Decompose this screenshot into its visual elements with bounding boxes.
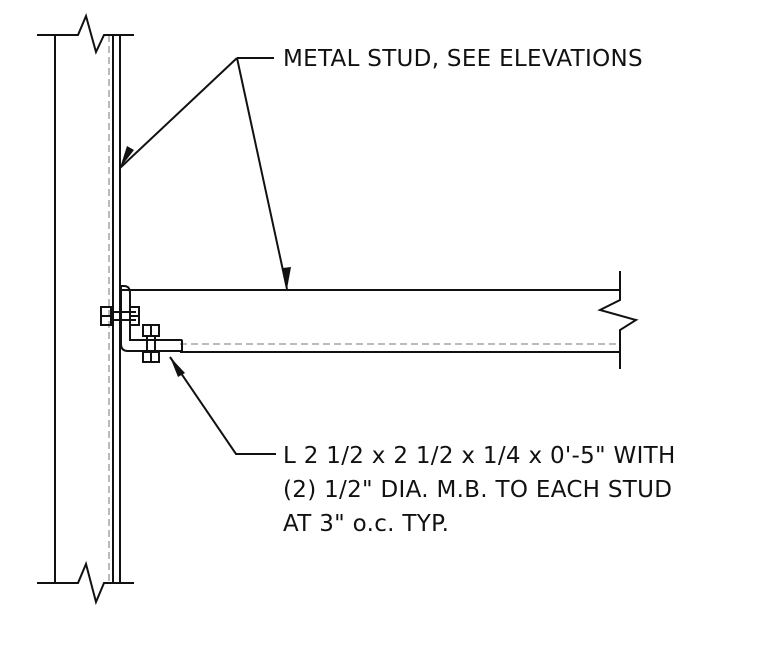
leader-metal-stud bbox=[119, 57, 288, 290]
machine-bolt-vertical bbox=[142, 324, 160, 363]
steel-angle bbox=[120, 285, 183, 352]
angle-callout: L 2 1/2 x 2 1/2 x 1/4 x 0'-5" WITH (2) 1… bbox=[283, 439, 676, 541]
angle-callout-line-3: AT 3" o.c. TYP. bbox=[283, 511, 450, 537]
machine-bolt-horizontal bbox=[100, 306, 140, 326]
arrowhead-angle bbox=[170, 357, 185, 377]
stud-top-break-line bbox=[37, 12, 134, 55]
angle-callout-line-1: L 2 1/2 x 2 1/2 x 1/4 x 0'-5" WITH bbox=[283, 443, 676, 469]
horizontal-stud-break-line bbox=[597, 271, 639, 369]
metal-stud-callout: METAL STUD, SEE ELEVATIONS bbox=[283, 46, 643, 72]
leader-angle bbox=[169, 356, 276, 455]
horizontal-stud bbox=[120, 271, 639, 369]
arrowhead-stud-wall bbox=[120, 146, 134, 168]
angle-callout-line-2: (2) 1/2" DIA. M.B. TO EACH STUD bbox=[283, 477, 673, 503]
arrowhead-stud-beam bbox=[283, 267, 291, 289]
vertical-stud-wall bbox=[37, 12, 134, 606]
stud-bottom-break-line bbox=[37, 560, 134, 606]
